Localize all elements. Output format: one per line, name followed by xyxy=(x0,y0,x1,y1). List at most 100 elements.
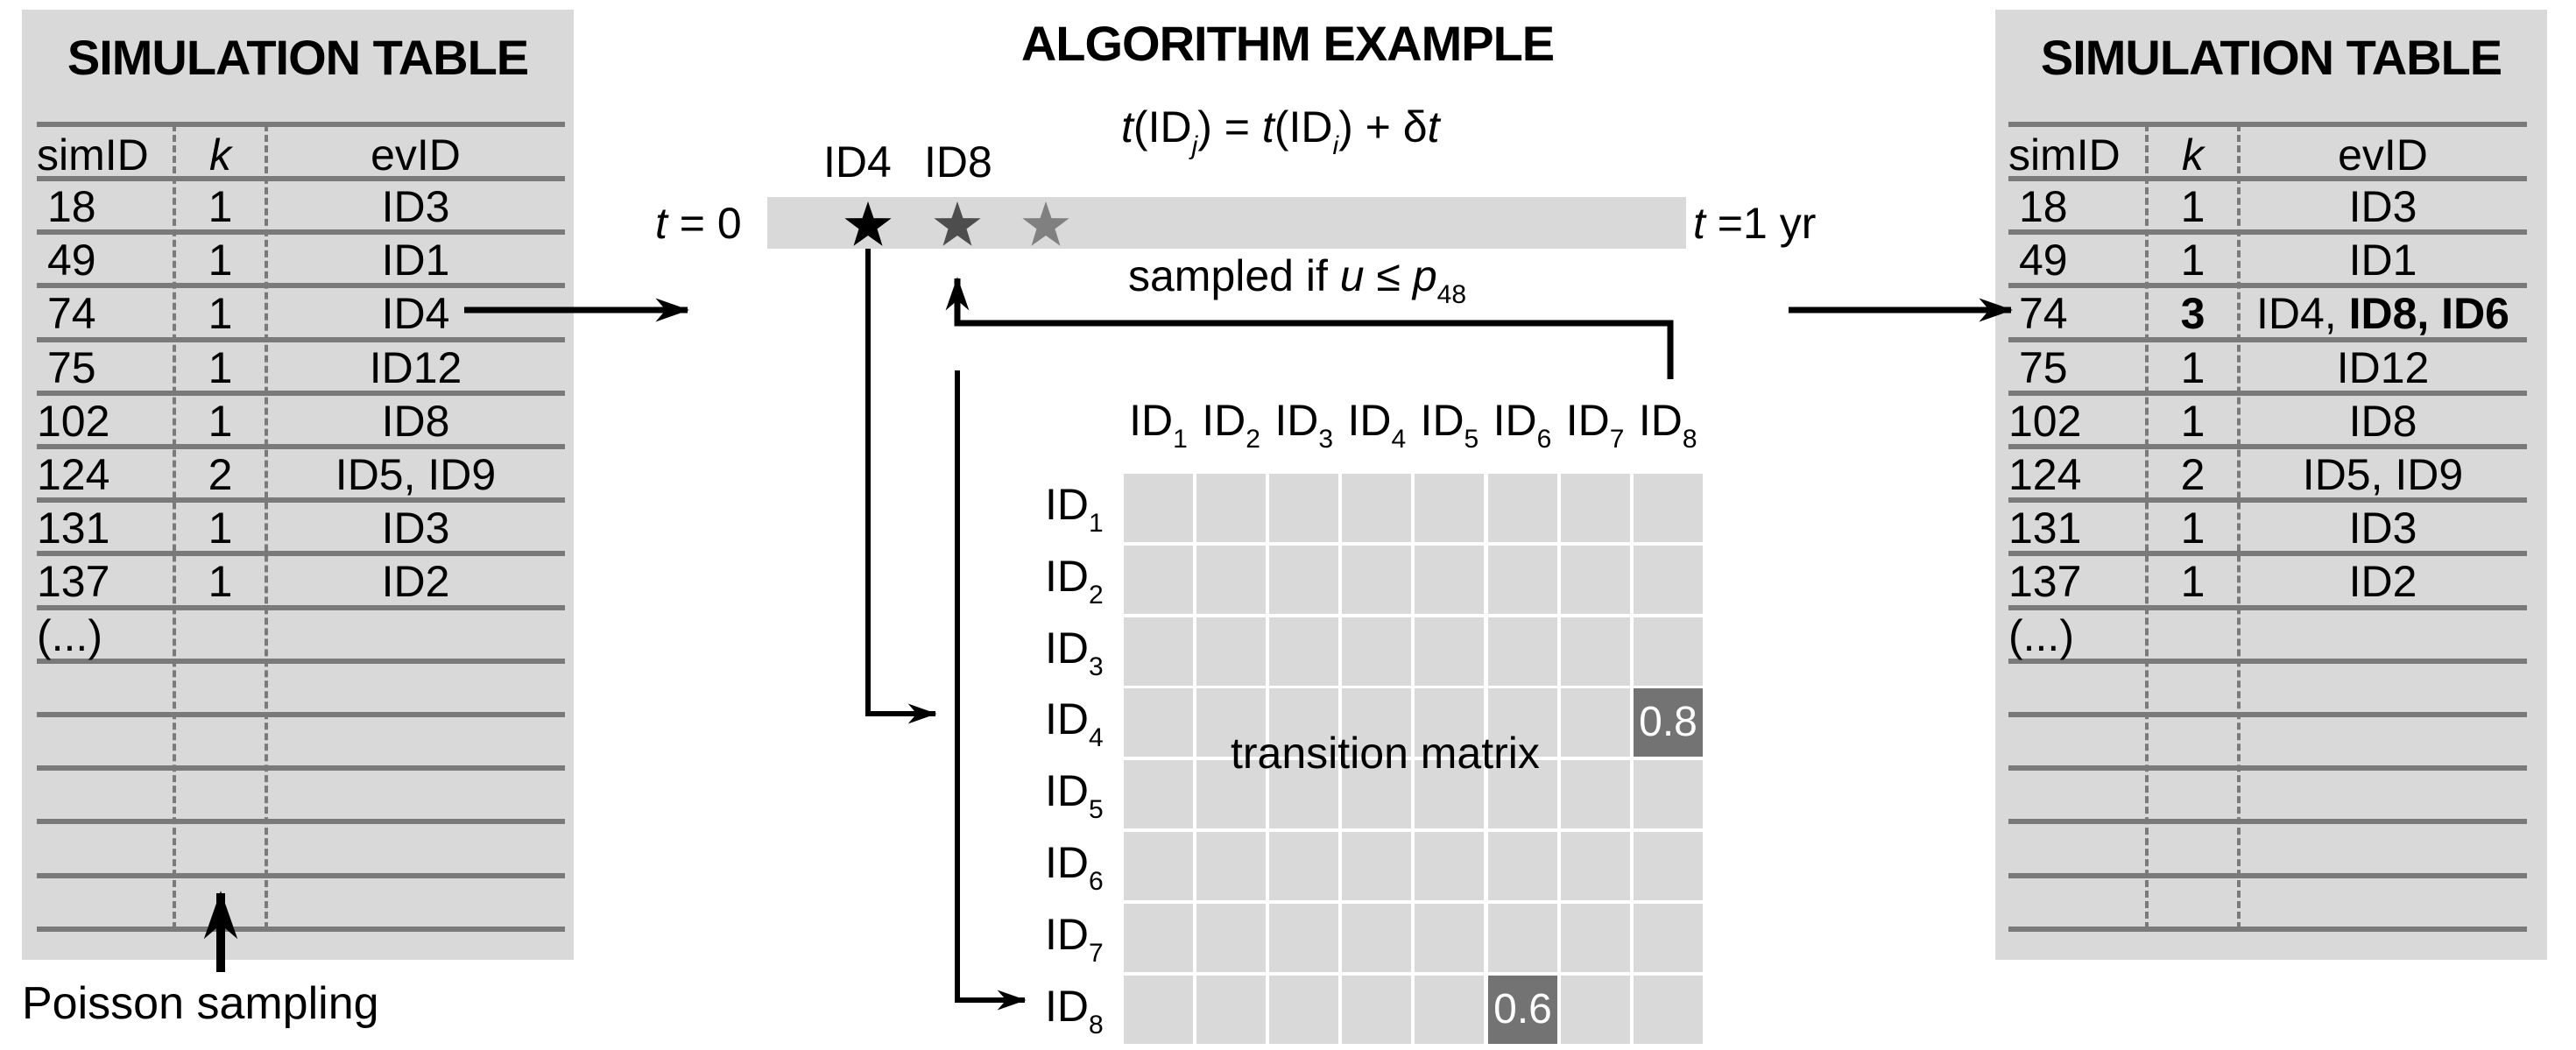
matrix-cell xyxy=(1196,688,1266,757)
cell-simid: 102 xyxy=(37,396,110,446)
matrix-cell xyxy=(1634,976,1703,1044)
star-icon xyxy=(1022,201,1069,246)
matrix-cell xyxy=(1342,688,1411,757)
cell-simid: 137 xyxy=(2008,557,2082,607)
cell-simid: 131 xyxy=(2008,504,2082,553)
table-rule xyxy=(2008,444,2527,449)
sampling-prefix: sampled if xyxy=(1128,251,1340,300)
matrix-cell xyxy=(1415,617,1484,686)
matrix-column-label: ID1 xyxy=(1129,396,1188,454)
cell-simid: (...) xyxy=(37,610,102,660)
formula-id-lhs: ID xyxy=(1147,102,1192,152)
left-table-title: SIMULATION TABLE xyxy=(67,30,529,85)
matrix-cell xyxy=(1269,976,1338,1044)
table-rule xyxy=(37,712,565,717)
star-icon xyxy=(844,201,892,246)
matrix-cell xyxy=(1124,760,1193,828)
matrix-cell xyxy=(1561,760,1630,828)
matrix-cell xyxy=(1561,976,1630,1044)
table-rule xyxy=(37,551,565,556)
cell-simid: 124 xyxy=(37,450,110,499)
column-header-simid: simID xyxy=(2008,130,2121,180)
cell-evid: ID3 xyxy=(381,504,450,553)
column-header-evid: evID xyxy=(2338,130,2428,180)
table-rule xyxy=(37,659,565,664)
matrix-row-label: ID7 xyxy=(1045,909,1104,968)
cell-simid: 18 xyxy=(47,182,96,231)
matrix-cell xyxy=(1415,474,1484,542)
cell-k: 1 xyxy=(2180,182,2205,231)
cell-simid: 49 xyxy=(2019,236,2068,285)
cell-k: 1 xyxy=(208,504,233,553)
matrix-column-label: ID2 xyxy=(1202,396,1260,454)
cell-k: 3 xyxy=(2180,289,2205,339)
cell-k: 2 xyxy=(208,450,233,499)
matrix-cell xyxy=(1488,546,1557,614)
table-rule xyxy=(37,283,565,288)
t-var: t xyxy=(1693,199,1705,248)
cell-evid: ID1 xyxy=(381,236,450,285)
formula-t-lhs: t xyxy=(1121,102,1133,152)
cell-k: 1 xyxy=(2180,504,2205,553)
table-rule xyxy=(2008,551,2527,556)
arrow-id4-to-matrix xyxy=(865,249,937,724)
matrix-cell xyxy=(1634,546,1703,614)
matrix-cell-probability: 0.8 xyxy=(1634,688,1703,757)
left-simulation-table: SIMULATION TABLE xyxy=(22,10,574,960)
table-rule xyxy=(2008,712,2527,717)
cell-evid: ID5, ID9 xyxy=(335,450,497,499)
matrix-cell xyxy=(1634,832,1703,900)
cell-evid: ID3 xyxy=(2348,182,2417,231)
t-var: t xyxy=(655,199,667,248)
formula-t-rhs: t xyxy=(1261,102,1274,152)
matrix-cell-probability: 0.6 xyxy=(1488,976,1557,1044)
matrix-cell xyxy=(1415,904,1484,972)
matrix-column-label: ID8 xyxy=(1638,396,1697,454)
timeline-end-label: t =1 yr xyxy=(1693,201,1816,245)
matrix-cell xyxy=(1196,976,1266,1044)
table-rule xyxy=(37,819,565,824)
cell-simid: 74 xyxy=(47,289,96,339)
table-rule xyxy=(37,391,565,396)
matrix-cell xyxy=(1488,760,1557,828)
table-rule xyxy=(2008,337,2527,342)
matrix-cell xyxy=(1488,904,1557,972)
matrix-cell xyxy=(1415,976,1484,1044)
end-value: =1 yr xyxy=(1704,199,1817,248)
matrix-cell xyxy=(1342,904,1411,972)
matrix-cell xyxy=(1124,546,1193,614)
table-rule xyxy=(2008,391,2527,396)
sampling-rule: sampled if u ≤ p48 xyxy=(1128,251,1466,308)
table-rule xyxy=(37,176,565,181)
cell-k: 1 xyxy=(208,557,233,607)
matrix-cell xyxy=(1124,617,1193,686)
leq-op: ≤ xyxy=(1364,251,1413,300)
table-rule xyxy=(37,765,565,771)
p-sub: 48 xyxy=(1436,280,1467,309)
matrix-cell xyxy=(1415,688,1484,757)
formula: t(IDj) = t(IDi) + δt xyxy=(1121,102,1440,160)
table-rule xyxy=(37,927,565,932)
cell-k: 1 xyxy=(2180,236,2205,285)
cell-simid: 49 xyxy=(47,236,96,285)
table-rule xyxy=(2008,819,2527,824)
matrix-row-label: ID2 xyxy=(1045,551,1104,610)
table-rule xyxy=(2008,605,2527,610)
cell-evid: ID5, ID9 xyxy=(2302,450,2464,499)
cell-k: 1 xyxy=(2180,396,2205,446)
column-divider xyxy=(265,124,268,929)
cell-simid: (...) xyxy=(2008,610,2074,660)
matrix-cell xyxy=(1124,904,1193,972)
matrix-cell xyxy=(1634,904,1703,972)
cell-evid: ID12 xyxy=(2336,342,2430,392)
formula-eq: = xyxy=(1211,102,1262,152)
table-rule xyxy=(2008,229,2527,235)
timeline-stars xyxy=(844,201,1069,246)
cell-evid: ID4 xyxy=(381,289,450,339)
poisson-sampling-label: Poisson sampling xyxy=(22,978,379,1029)
formula-dt: t xyxy=(1427,102,1440,152)
table-rule xyxy=(37,122,565,127)
matrix-cell xyxy=(1196,760,1266,828)
column-header-simid: simID xyxy=(37,130,149,180)
matrix-cell xyxy=(1561,546,1630,614)
